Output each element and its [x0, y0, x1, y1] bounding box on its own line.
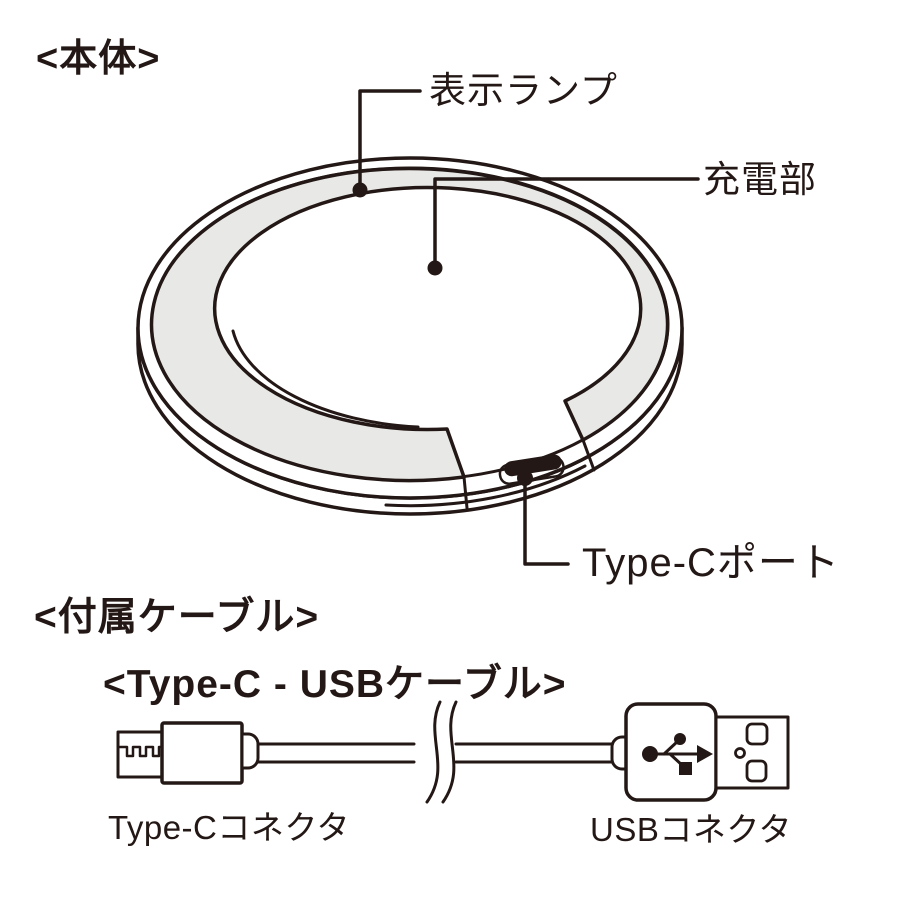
charging-area-label: 充電部 [703, 159, 817, 200]
type-c-port-shape [498, 454, 565, 485]
charger-right-cut-edge [581, 438, 596, 472]
accessory-cable-heading: <付属ケーブル> [34, 596, 320, 639]
charger-left-cut-edge [462, 475, 469, 510]
usb-neck [610, 735, 630, 771]
usb-connector-label: USBコネクタ [590, 811, 793, 848]
type-c-neck [240, 732, 260, 770]
charger-top-surface [149, 166, 670, 483]
leader-lines [352, 89, 700, 566]
type-c-port-point [517, 470, 533, 486]
cable-break-left-curve [425, 700, 442, 804]
cable-illustration [116, 700, 790, 804]
charger-bottom-inner-line [384, 464, 587, 508]
usb-metal-shell [714, 715, 790, 790]
cable-type-subheading: <Type-C - USBケーブル> [103, 663, 567, 706]
indicator-lamp-point [352, 182, 368, 198]
type-c-connector-shape [116, 721, 260, 785]
type-c-port-label: Type-Cポート [582, 541, 840, 585]
type-c-port-leader [517, 470, 570, 566]
cable-break-right-curve [441, 700, 458, 804]
type-c-connector-label: Type-Cコネクタ [108, 809, 351, 846]
charger-inner-wall-line [231, 329, 420, 429]
indicator-lamp-leader [352, 89, 422, 198]
charging-area-point [427, 260, 443, 276]
charger-body-illustration [136, 156, 684, 516]
charging-area-leader [427, 177, 700, 276]
type-c-pins [118, 745, 163, 758]
cable-lines [256, 700, 614, 804]
usb-trident-icon [642, 733, 713, 775]
usb-connector-shape [610, 702, 790, 802]
main-unit-heading: <本体> [36, 38, 161, 80]
indicator-lamp-label: 表示ランプ [429, 70, 618, 111]
